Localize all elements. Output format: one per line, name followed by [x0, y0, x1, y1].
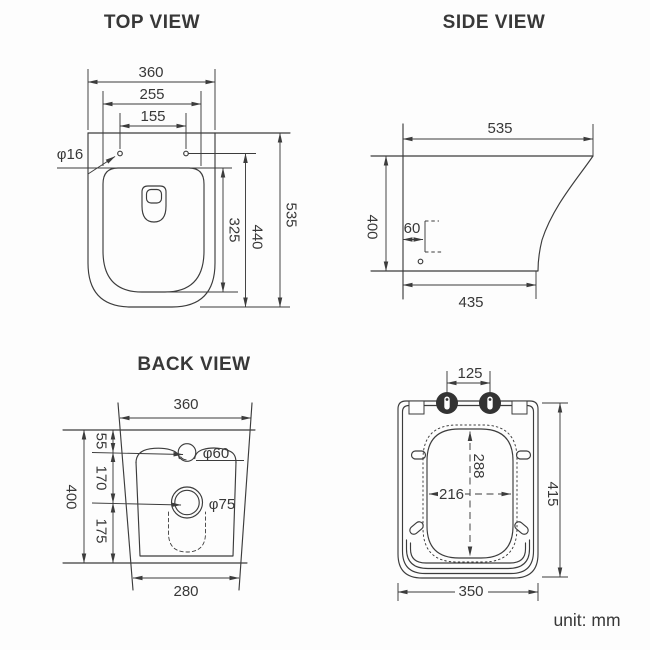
seat-bumper-lower-left	[409, 521, 424, 535]
back-view-inlet-diameter-label: φ60	[203, 445, 229, 462]
side-view-fixing-offset-label: 60	[404, 220, 421, 237]
back-view-height-label: 400	[63, 484, 80, 509]
back-view-dim-height: 400	[63, 429, 87, 564]
back-view-left-slant	[117, 402, 134, 591]
back-view-outlet-offset-label: 175	[93, 518, 110, 543]
top-view-rim-depth-label: 440	[249, 224, 266, 249]
unit-label: unit: mm	[553, 610, 620, 630]
seat-left-hinge-bolt	[436, 392, 458, 414]
back-view-dim-inlet-offset: 55	[93, 429, 116, 453]
seat-dim-total-width: 350	[397, 583, 539, 601]
back-view-inlet-to-outlet-label: 170	[93, 465, 110, 490]
top-view-dim-seat-width: 255	[102, 86, 202, 166]
top-view: TOP VIEW 360 255 155	[57, 12, 300, 308]
back-view-dim-inlet-to-outlet: 170	[93, 452, 116, 504]
back-view-inner-top-left-hump	[135, 447, 180, 464]
back-view-outlet-callout: φ75	[91, 496, 235, 513]
back-view-width-label: 360	[173, 396, 198, 413]
seat-bumper-upper-right	[515, 450, 532, 460]
seat-dim-total-depth: 415	[542, 402, 568, 578]
top-view-right-fixing-hole	[183, 150, 189, 157]
side-view-front-curve	[537, 155, 594, 272]
side-view-top-depth-label: 535	[487, 120, 512, 137]
seat-front-edge-1	[405, 539, 531, 570]
back-view-dim-width: 360	[119, 396, 252, 421]
side-view-dim-base-depth: 435	[402, 282, 537, 311]
top-view-hole-diameter-callout: φ16	[57, 146, 116, 175]
seat-opening-outline	[426, 428, 514, 559]
side-view: SIDE VIEW 535 400 60 435	[364, 12, 594, 311]
top-view-flush-hole	[141, 185, 167, 223]
side-view-base-depth-label: 435	[458, 294, 483, 311]
top-view-total-depth-label: 535	[283, 202, 300, 227]
seat-opening-depth-label: 288	[470, 453, 487, 478]
seat-opening-width-label: 216	[439, 486, 464, 503]
seat-dim-hinge-spacing: 125	[446, 365, 491, 392]
side-view-fixing-detail: 60	[402, 220, 442, 265]
seat-dim-opening-width: 216	[428, 486, 512, 503]
back-view-title: BACK VIEW	[137, 354, 250, 375]
seat-opening-stipple	[422, 424, 518, 563]
seat-front-edge-2	[409, 542, 527, 564]
top-view-left-fixing-hole	[117, 150, 123, 157]
top-view-width-label: 360	[138, 64, 163, 81]
top-view-hole-diameter-label: φ16	[57, 146, 83, 163]
side-view-title: SIDE VIEW	[443, 12, 546, 33]
seat-total-depth-label: 415	[544, 481, 561, 506]
seat-right-hinge-bolt	[479, 392, 501, 414]
top-view-dim-total-depth: 535	[277, 132, 300, 308]
side-view-dim-height: 400	[364, 155, 389, 272]
back-view-right-slant	[238, 402, 253, 591]
seat-outer-outline	[397, 400, 539, 579]
back-view-inlet-offset-label: 55	[93, 433, 110, 450]
back-view-dim-outlet-offset: 175	[93, 502, 116, 564]
back-view-outlet-hole-outer	[170, 486, 204, 519]
top-view-flush-hole-inner	[145, 188, 163, 204]
top-view-dim-seat-depth: 325	[220, 167, 243, 293]
top-view-body-outline	[87, 132, 216, 308]
side-view-height-label: 400	[364, 214, 381, 239]
back-view-inlet-callout: φ60	[91, 445, 244, 462]
seat-view: 288 216 125 415 350	[397, 365, 568, 601]
top-view-dim-width: 360	[87, 64, 216, 130]
back-view-trapway-dashed	[168, 511, 206, 553]
seat-right-hinge-tab	[511, 400, 528, 415]
top-view-seat-depth-label: 325	[226, 217, 243, 242]
seat-inner-outline	[401, 404, 535, 575]
back-view-dim-base-width: 280	[132, 575, 240, 600]
top-view-title: TOP VIEW	[104, 12, 200, 33]
back-view-base-width-label: 280	[173, 583, 198, 600]
seat-hinge-spacing-label: 125	[457, 365, 482, 382]
seat-total-width-label: 350	[458, 583, 483, 600]
back-view-outlet-hole-inner	[174, 489, 200, 516]
back-view: BACK VIEW φ60 φ75 360	[62, 354, 256, 600]
seat-left-hinge-tab	[408, 400, 425, 415]
side-view-dim-top-depth: 535	[402, 120, 594, 142]
back-view-inlet-hole	[177, 443, 197, 462]
side-view-fixing-hole	[417, 258, 424, 265]
back-view-inner-top-right-hump	[194, 447, 237, 464]
top-view-seat-width-label: 255	[139, 86, 164, 103]
top-view-dim-rim-depth: 440	[243, 153, 266, 308]
seat-bumper-lower-right	[514, 521, 529, 535]
back-view-inner-panel	[135, 461, 237, 557]
back-view-outlet-diameter-label: φ75	[209, 496, 235, 513]
top-view-seat-outline	[102, 167, 205, 293]
seat-bumper-upper-left	[410, 450, 427, 460]
top-view-dim-hole-spacing: 155	[119, 108, 187, 149]
top-view-hole-spacing-label: 155	[140, 108, 165, 125]
